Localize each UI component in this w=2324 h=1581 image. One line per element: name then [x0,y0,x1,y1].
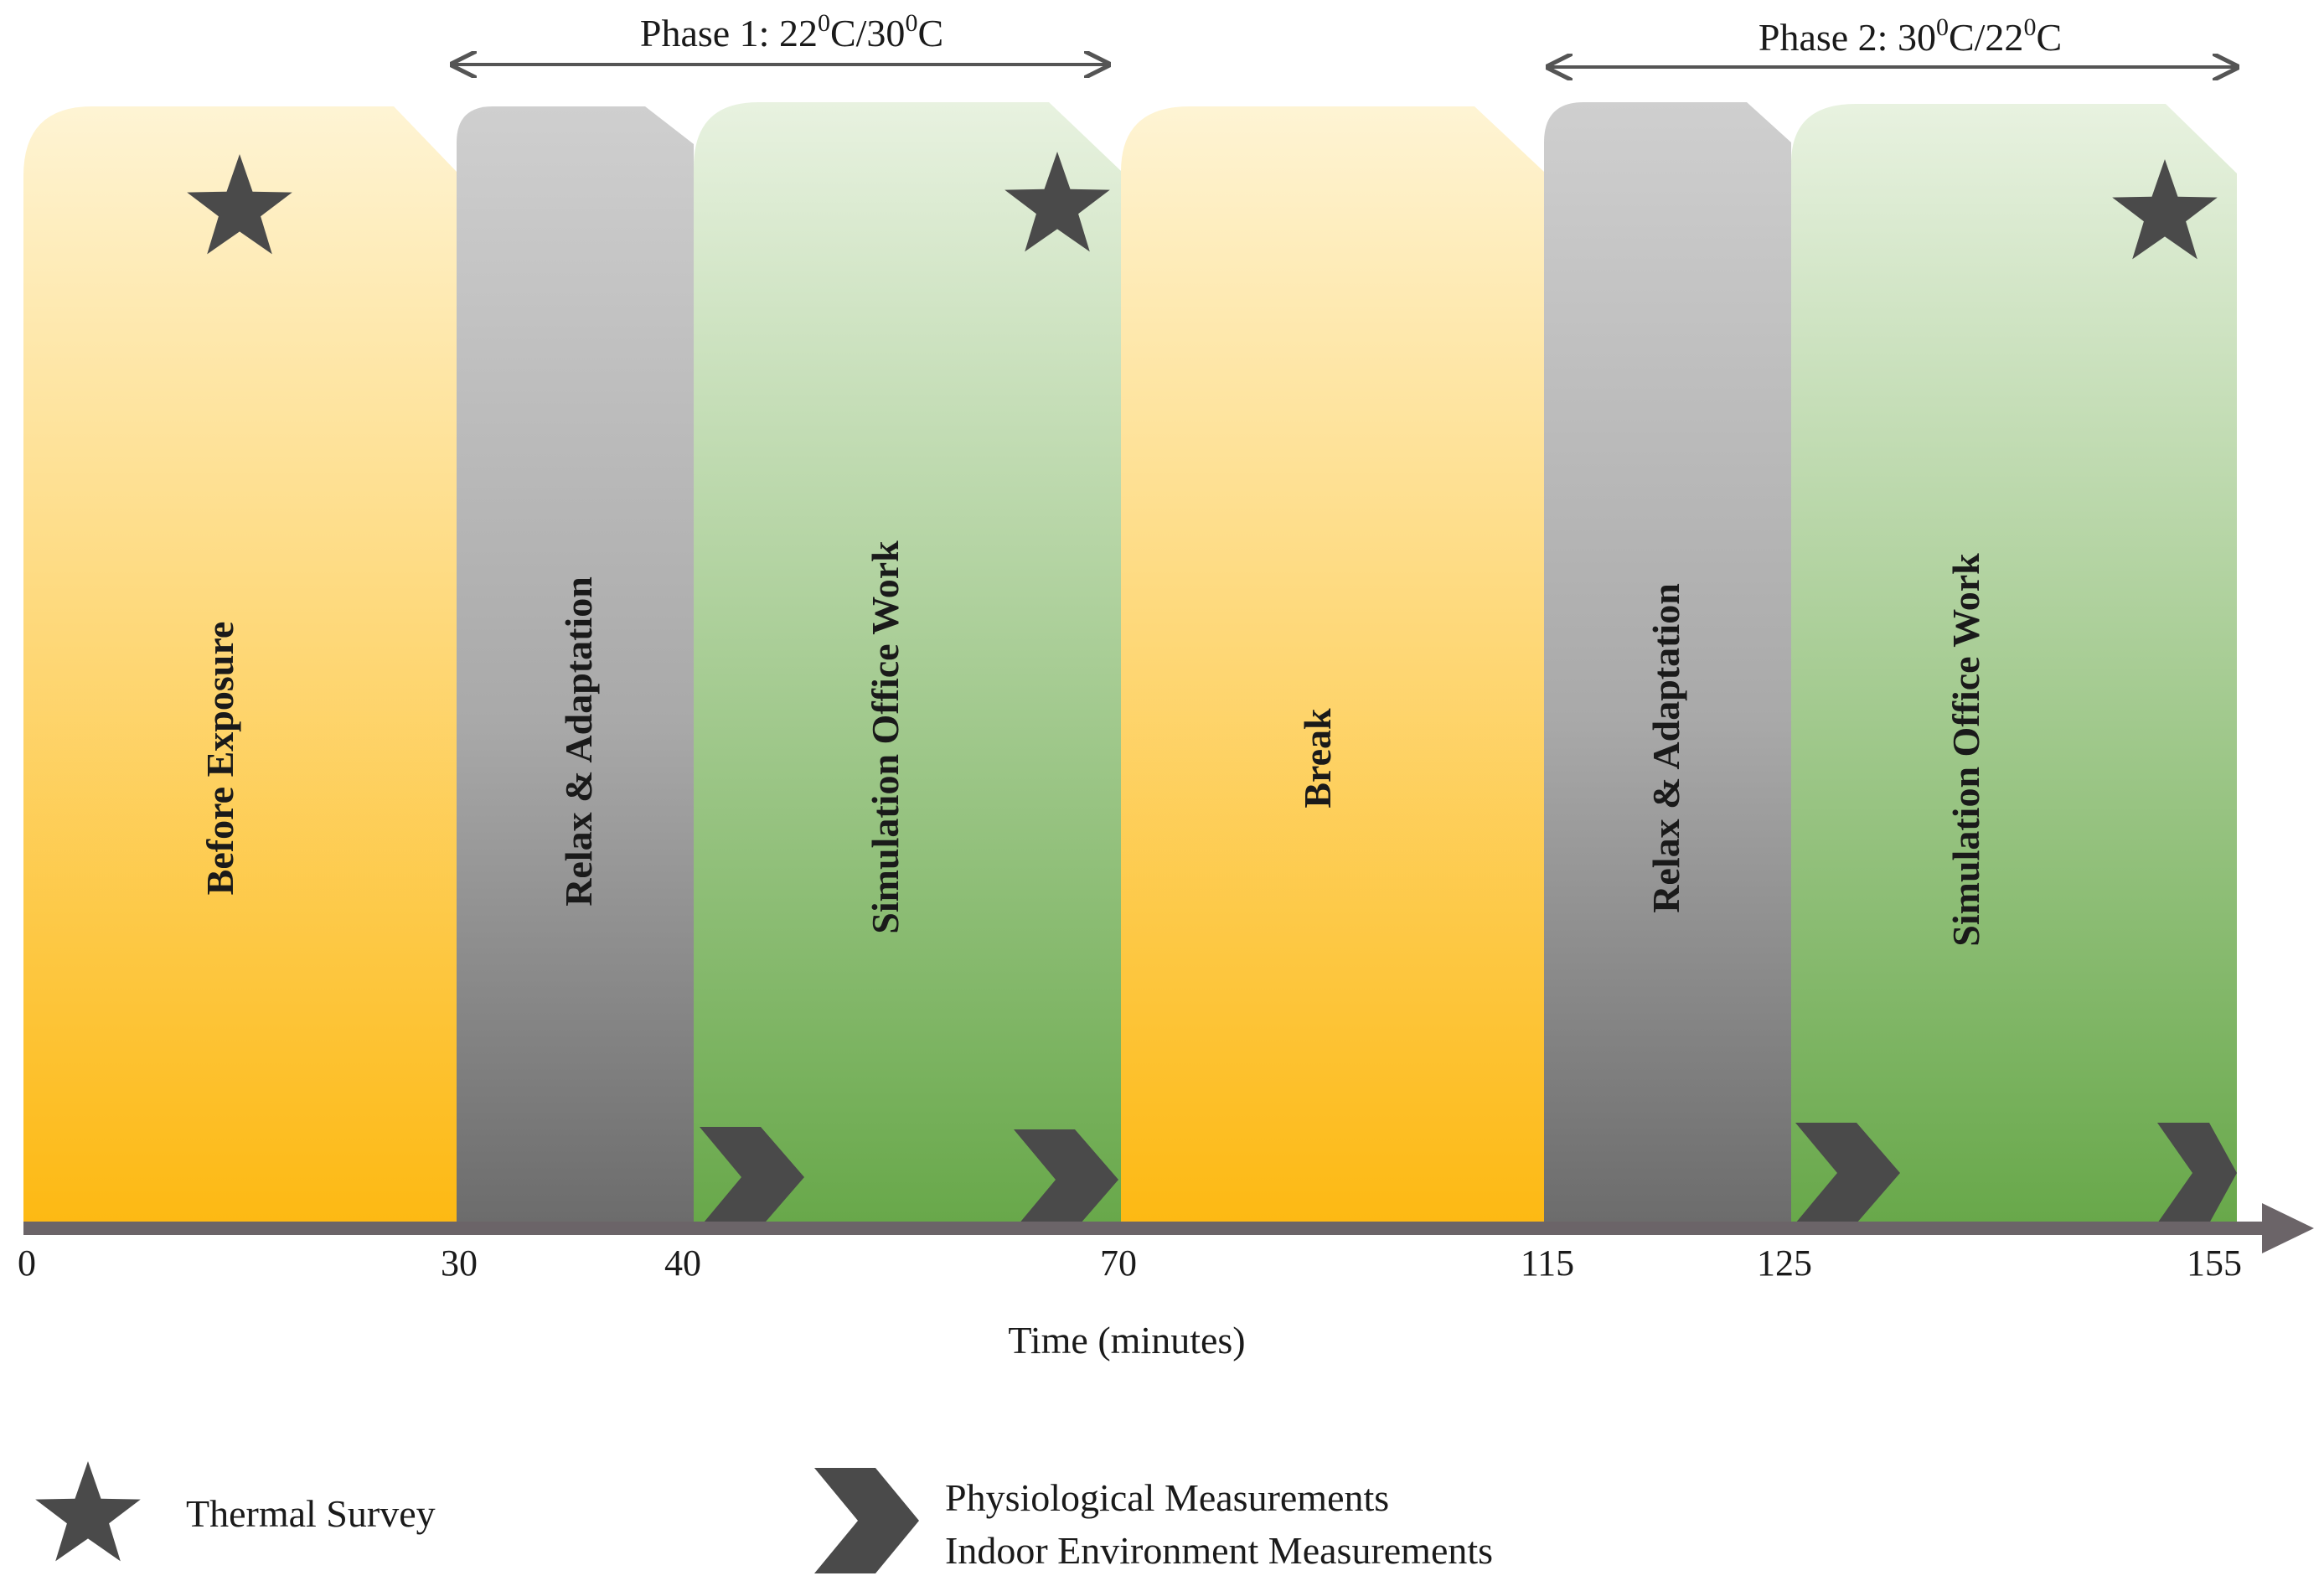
legend-thermal-survey-label: Thermal Survey [186,1492,436,1535]
tick-label-115: 115 [1521,1243,1574,1284]
legend-chevron-icon [814,1468,919,1573]
block-relax-adaptation-1: Relax & Adaptation [457,106,694,1223]
chevron-icon [700,1127,804,1227]
time-axis-arrowhead [2262,1203,2314,1253]
legend: Thermal Survey Physiological Measurement… [35,1461,1493,1573]
star-icon [2112,159,2218,260]
tick-label-40: 40 [664,1243,701,1284]
thermal-survey-markers [187,152,2218,260]
chevron-icon [1795,1123,1900,1223]
tick-label-125: 125 [1757,1243,1812,1284]
block-relax-adaptation-2: Relax & Adaptation [1544,102,1791,1223]
tick-label-70: 70 [1100,1243,1137,1284]
phase-2-label: Phase 2: 300C/220C [1758,13,2062,59]
block-label-relax-adaptation-2: Relax & Adaptation [1645,583,1687,913]
star-icon [187,154,292,255]
chevron-icon [2157,1123,2237,1223]
block-simulation-office-work-1: Simulation Office Work [694,102,1121,1223]
block-label-simulation-office-work-1: Simulation Office Work [864,540,906,934]
legend-physiological-label: Physiological Measurements [945,1476,1389,1519]
block-label-before-exposure: Before Exposure [199,622,241,896]
tick-label-155: 155 [2187,1243,2242,1284]
measurement-markers [700,1123,2237,1230]
time-axis: 0 30 40 70 115 125 155 Time (minutes) [18,1203,2314,1361]
time-axis-title: Time (minutes) [1008,1319,1245,1361]
phase-1-annotation: Phase 1: 220C/300C [452,9,1108,65]
block-before-exposure: Before Exposure [23,106,457,1223]
phase-1-label: Phase 1: 220C/300C [640,9,943,54]
tick-label-0: 0 [18,1243,36,1284]
star-icon [1004,152,1110,252]
block-label-relax-adaptation-1: Relax & Adaptation [557,576,600,907]
phase-2-annotation: Phase 2: 300C/220C [1548,13,2237,67]
tick-label-30: 30 [441,1243,478,1284]
legend-star-icon [35,1461,141,1562]
phase-annotations: Phase 1: 220C/300C Phase 2: 300C/220C [452,9,2237,67]
timeline-blocks: Before Exposure Relax & Adaptation Simul… [23,102,2237,1223]
block-simulation-office-work-2: Simulation Office Work [1791,104,2237,1223]
block-label-simulation-office-work-2: Simulation Office Work [1944,553,1987,947]
chevron-icon [1014,1129,1118,1230]
time-axis-line [23,1222,2273,1235]
legend-indoor-environment-label: Indoor Environment Measurements [945,1529,1493,1572]
block-break: Break [1121,106,1544,1223]
block-label-break: Break [1296,708,1339,809]
